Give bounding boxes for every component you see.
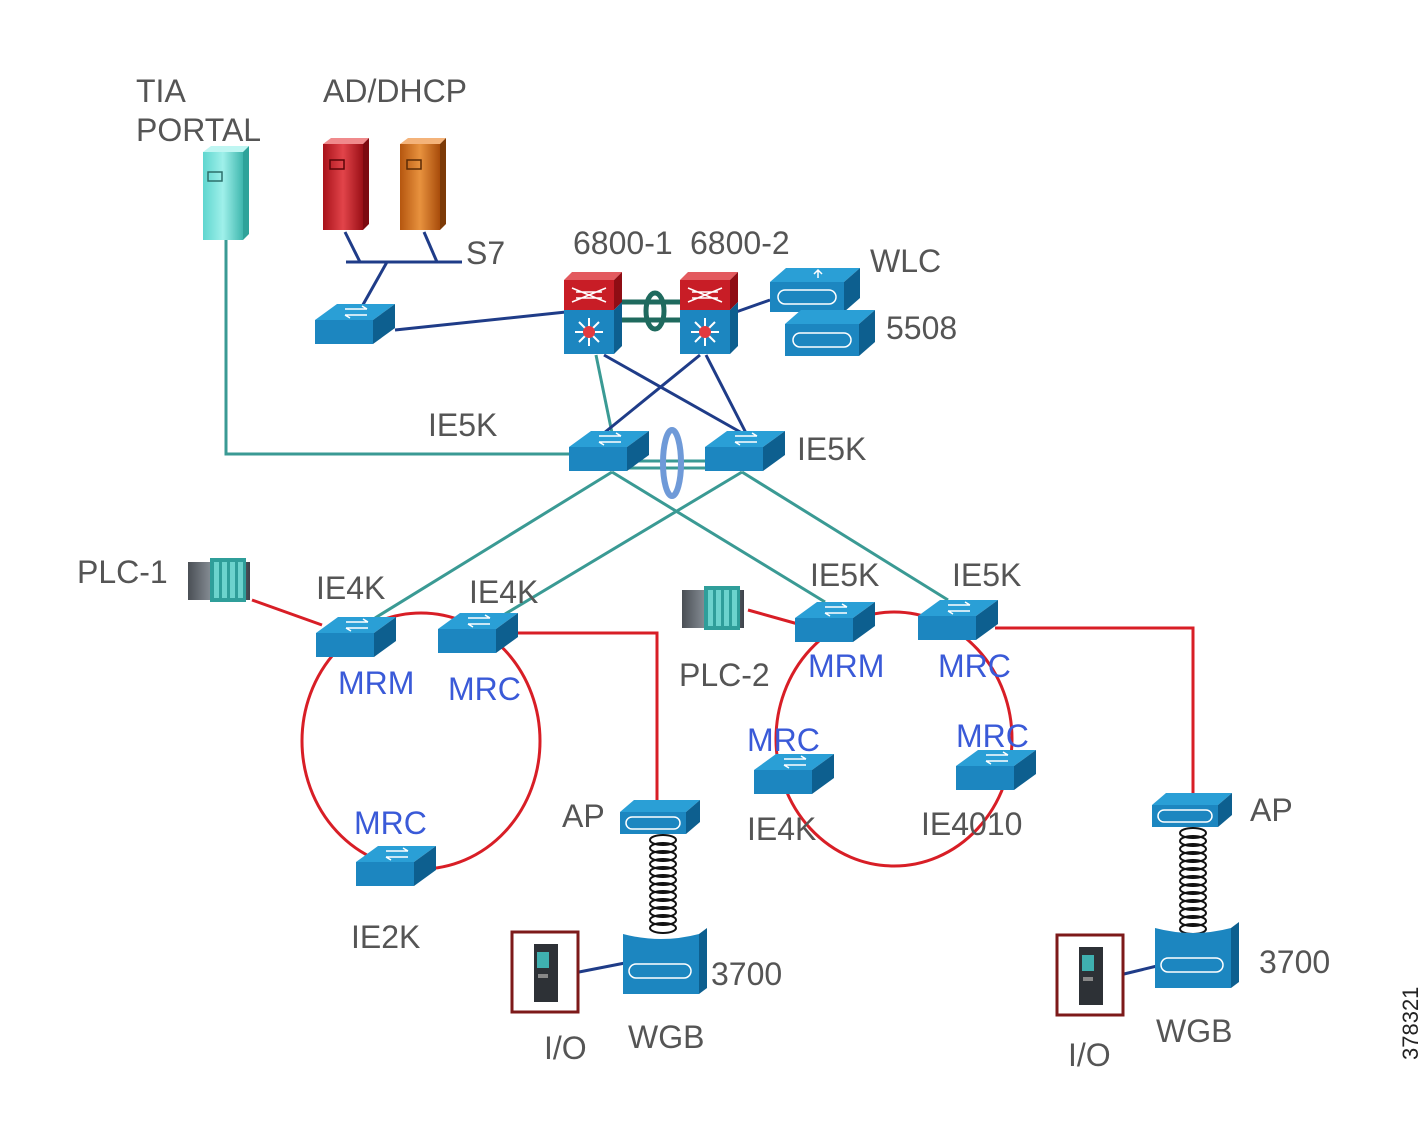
label-ie5k-dist-right: IE5K: [797, 431, 866, 467]
ie4k-b-switch-icon: [438, 613, 518, 653]
link-wgb-right-io: [1123, 964, 1158, 976]
label-wgb-left: WGB: [628, 1019, 704, 1055]
label-wgb-right: WGB: [1156, 1013, 1232, 1049]
label-ie4k-a: IE4K: [316, 570, 385, 606]
label-ie4k-right: IE4K: [747, 811, 816, 847]
ie4k-a-switch-icon: [316, 617, 396, 657]
label-mrc-left-top: MRC: [448, 671, 521, 707]
ie5k-access-b-switch-icon: [918, 600, 998, 640]
wireless-link-left-icon: [649, 834, 677, 934]
distribution-etherchannel: [660, 427, 684, 499]
io-left-icon: [510, 930, 580, 1014]
label-io-right: I/O: [1068, 1037, 1111, 1073]
label-mrm-right: MRM: [808, 648, 884, 684]
ad-server-icon: [323, 138, 369, 230]
label-s7: S7: [466, 235, 505, 271]
ie4010-switch-icon: [956, 750, 1036, 790]
label-wgb-left-model: 3700: [711, 956, 782, 992]
label-io-left: I/O: [544, 1030, 587, 1066]
link-plc2-ie5k: [747, 608, 799, 626]
link-core2-ie5kB: [704, 354, 748, 434]
label-mrc-right-mid-right: MRC: [956, 718, 1029, 754]
ap-left-icon: [620, 800, 700, 834]
labels: TIA PORTAL AD/DHCP S7 6800-1 6800-2 WLC …: [77, 73, 1423, 1073]
core-6800-1-icon: [564, 272, 622, 354]
ie5k-access-a-switch-icon: [795, 602, 875, 642]
link-ie5kB-ie4k-b: [504, 470, 743, 616]
label-ad-dhcp: AD/DHCP: [323, 73, 467, 109]
label-tia: TIA: [136, 73, 186, 109]
ie2k-switch-icon: [356, 846, 436, 886]
ie4k-right-switch-icon: [754, 754, 834, 794]
label-ap-left: AP: [562, 798, 605, 834]
link-switch-to-core1: [394, 310, 567, 332]
plc-1-icon: [188, 558, 250, 602]
label-portal: PORTAL: [136, 112, 261, 148]
label-wgb-right-model: 3700: [1259, 944, 1330, 980]
figure-id: 378321: [1398, 987, 1423, 1060]
link-core1-ie5kA: [594, 354, 614, 434]
link-server-red-bus: [343, 231, 362, 263]
wgb-left-icon: [623, 928, 707, 994]
ie5k-distribution-right-icon: [705, 431, 785, 471]
label-wlc-model: 5508: [886, 310, 957, 346]
label-ap-right: AP: [1250, 792, 1293, 828]
ring-right: [774, 610, 1014, 868]
ap-right-icon: [1152, 793, 1232, 827]
label-mrc-right-mid-left: MRC: [747, 722, 820, 758]
link-ie5kA-ie4k-a: [374, 470, 613, 620]
wgb-right-icon: [1155, 922, 1239, 988]
label-core2: 6800-2: [690, 225, 790, 261]
core-etherchannel: [618, 290, 684, 332]
io-right-icon: [1055, 933, 1125, 1017]
link-bus-to-switch: [358, 261, 389, 311]
ie5k-distribution-left-icon: [569, 431, 649, 471]
label-ie5k-acc-a: IE5K: [810, 557, 879, 593]
s7-switch-icon: [315, 304, 395, 344]
label-ie4010: IE4010: [921, 806, 1022, 842]
label-mrc-left-bottom: MRC: [354, 805, 427, 841]
link-core1-ie5kB: [603, 353, 743, 435]
label-mrc-right-top: MRC: [938, 648, 1011, 684]
tia-portal-server-icon: [203, 146, 249, 240]
label-ie5k-dist-left: IE5K: [428, 407, 497, 443]
core-6800-2-icon: [680, 272, 738, 354]
label-mrm-left: MRM: [338, 665, 414, 701]
link-ie4k-b-to-ap: [518, 631, 659, 800]
plc-2-icon: [682, 586, 744, 630]
link-core2-ie5kA: [603, 353, 701, 435]
link-ie5k-b-to-ap: [995, 626, 1195, 793]
link-plc1-ie4k: [251, 598, 323, 627]
link-wgb-left-io: [578, 961, 626, 974]
wlc-icon: [770, 268, 875, 356]
label-wlc: WLC: [870, 243, 941, 279]
link-core2-to-wlc: [735, 298, 771, 314]
label-plc2: PLC-2: [679, 657, 770, 693]
label-core1: 6800-1: [573, 225, 673, 261]
label-ie2k: IE2K: [351, 919, 420, 955]
link-ie5kA-ie5k-acc-a: [611, 470, 826, 604]
link-ie5kB-ie5k-acc-b: [741, 470, 949, 602]
link-tia-to-ie5k: [224, 240, 572, 456]
label-ie5k-acc-b: IE5K: [952, 557, 1021, 593]
link-server-orange-bus: [422, 231, 439, 263]
label-plc1: PLC-1: [77, 554, 168, 590]
wireless-link-right-icon: [1179, 827, 1207, 935]
label-ie4k-b: IE4K: [469, 574, 538, 610]
dhcp-server-icon: [400, 138, 446, 230]
